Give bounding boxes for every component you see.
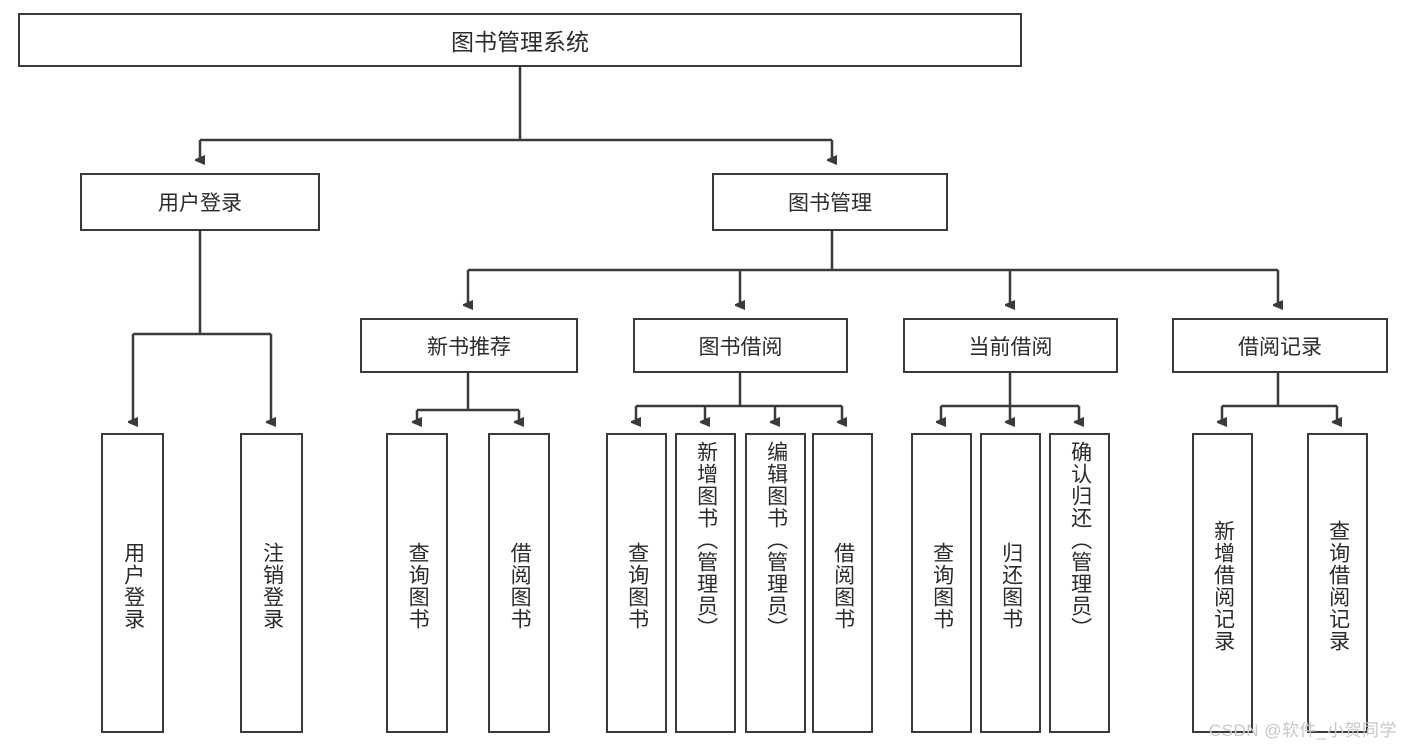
node-borrow-record[interactable]: 借阅记录 <box>1172 318 1388 373</box>
leaf-current-query-book-label: 查询图书 <box>930 542 954 630</box>
leaf-inner: 新增借阅记录 <box>1194 441 1251 731</box>
leaf-record-query[interactable]: 查询借阅记录 <box>1307 433 1368 733</box>
leaf-borrow-borrow-book-label: 借阅图书 <box>831 542 855 630</box>
leaf-current-confirm-return[interactable]: 确认归还（管理员） <box>1049 433 1110 733</box>
leaf-inner: 注销登录 <box>242 441 301 731</box>
leaf-current-query-book[interactable]: 查询图书 <box>911 433 972 733</box>
node-root-label: 图书管理系统 <box>451 29 589 55</box>
leaf-inner: 查询图书 <box>608 441 665 731</box>
leaf-borrow-borrow-book[interactable]: 借阅图书 <box>812 433 873 733</box>
leaf-inner: 查询图书 <box>388 441 446 731</box>
leaf-user-login-logout[interactable]: 注销登录 <box>240 433 303 733</box>
leaf-record-add[interactable]: 新增借阅记录 <box>1192 433 1253 733</box>
leaf-new-book-borrow[interactable]: 借阅图书 <box>488 433 550 733</box>
leaf-current-confirm-return-label: 确认归还（管理员） <box>1068 441 1092 639</box>
node-current-borrow[interactable]: 当前借阅 <box>903 318 1118 373</box>
leaf-current-return-book-label: 归还图书 <box>999 542 1023 630</box>
node-book-management-label: 图书管理 <box>788 192 872 215</box>
leaf-inner: 新增图书（管理员） <box>677 441 734 731</box>
leaf-inner: 归还图书 <box>982 441 1039 731</box>
watermark: CSDN @软件_小贺同学 <box>1208 721 1397 740</box>
leaf-borrow-edit-book[interactable]: 编辑图书（管理员） <box>745 433 806 733</box>
leaf-inner: 借阅图书 <box>814 441 871 731</box>
leaf-new-book-query-label: 查询图书 <box>406 542 430 630</box>
node-user-login-label: 用户登录 <box>158 192 242 215</box>
leaf-inner: 确认归还（管理员） <box>1051 441 1108 731</box>
leaf-record-add-label: 新增借阅记录 <box>1211 520 1235 652</box>
leaf-user-login-login[interactable]: 用户登录 <box>101 433 164 733</box>
leaf-new-book-query[interactable]: 查询图书 <box>386 433 448 733</box>
leaf-user-login-login-label: 用户登录 <box>121 542 145 630</box>
leaf-inner: 查询借阅记录 <box>1309 441 1366 731</box>
node-root[interactable]: 图书管理系统 <box>18 13 1022 67</box>
node-new-book-recommend[interactable]: 新书推荐 <box>360 318 578 373</box>
leaf-borrow-edit-book-label: 编辑图书（管理员） <box>764 441 788 639</box>
leaf-borrow-add-book-label: 新增图书（管理员） <box>694 441 718 639</box>
node-book-management[interactable]: 图书管理 <box>712 173 948 231</box>
leaf-inner: 借阅图书 <box>490 441 548 731</box>
leaf-inner: 编辑图书（管理员） <box>747 441 804 731</box>
leaf-inner: 用户登录 <box>103 441 162 731</box>
leaf-current-return-book[interactable]: 归还图书 <box>980 433 1041 733</box>
leaf-borrow-query-book-label: 查询图书 <box>625 542 649 630</box>
node-borrow-record-label: 借阅记录 <box>1238 335 1322 359</box>
node-user-login[interactable]: 用户登录 <box>80 173 320 231</box>
leaf-inner: 查询图书 <box>913 441 970 731</box>
leaf-record-query-label: 查询借阅记录 <box>1326 520 1350 652</box>
node-book-borrow[interactable]: 图书借阅 <box>633 318 848 373</box>
node-new-book-recommend-label: 新书推荐 <box>427 335 511 359</box>
node-book-borrow-label: 图书借阅 <box>698 335 783 359</box>
leaf-new-book-borrow-label: 借阅图书 <box>508 542 532 630</box>
leaf-borrow-add-book[interactable]: 新增图书（管理员） <box>675 433 736 733</box>
leaf-user-login-logout-label: 注销登录 <box>260 542 284 630</box>
node-current-borrow-label: 当前借阅 <box>968 335 1053 359</box>
leaf-borrow-query-book[interactable]: 查询图书 <box>606 433 667 733</box>
